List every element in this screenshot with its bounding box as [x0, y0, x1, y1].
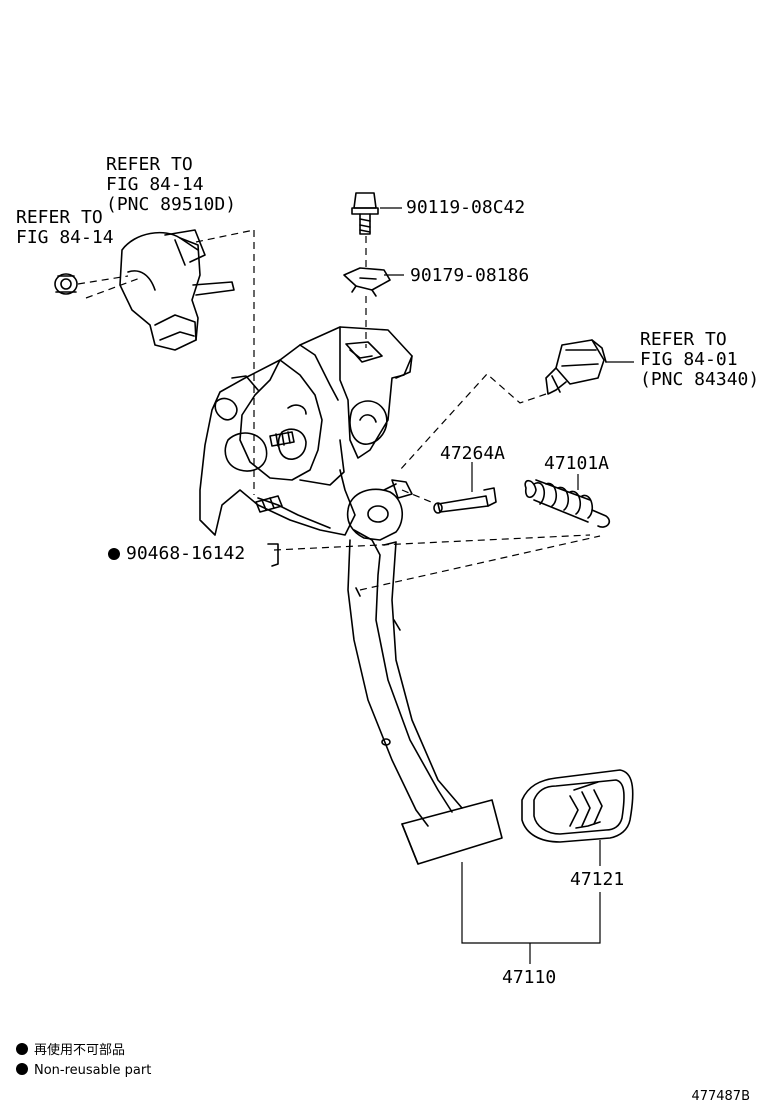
label-clip-nonreusable-text: 90468-16142 — [126, 543, 246, 564]
label-bolt: 90119-08C42 — [406, 197, 526, 218]
legend-en-text: Non-reusable part — [34, 1063, 152, 1078]
clip-90179 — [343, 267, 391, 297]
refer-sensor-line1: REFER TO — [106, 154, 193, 175]
legend-jp-text: 再使用不可部品 — [34, 1043, 126, 1058]
legend-jp: 再使用不可部品 — [16, 1043, 125, 1059]
pedal-pivot — [346, 479, 413, 541]
label-clip: 90179-08186 — [410, 265, 530, 286]
leader-lines — [380, 207, 634, 964]
refer-sensor-line3: (PNC 89510D) — [106, 194, 237, 215]
legend-dot-icon — [16, 1043, 28, 1055]
pedal-stroke-sensor — [119, 229, 235, 351]
refer-nut-line1: REFER TO — [16, 207, 103, 228]
bolt-90119 — [351, 192, 379, 235]
refer-nut-line2: FIG 84-14 — [16, 227, 114, 248]
refer-switch-line3: (PNC 84340) — [640, 369, 760, 390]
pedal-bracket — [199, 326, 413, 536]
pedal-pad-47121 — [521, 769, 634, 843]
assembly-lines — [77, 229, 601, 591]
label-spring: 47101A — [544, 453, 610, 474]
clip-90468 — [267, 543, 279, 567]
label-clip-nonreusable: 90468-16142 — [108, 544, 245, 564]
refer-sensor-line2: FIG 84-14 — [106, 174, 204, 195]
label-pedal: 47110 — [502, 967, 557, 988]
illustration-code: 477487B — [691, 1089, 750, 1104]
pedal-arm — [347, 529, 463, 827]
refer-switch-line1: REFER TO — [640, 329, 727, 350]
legend-dot-icon — [16, 1063, 28, 1075]
pedal-foot — [401, 799, 503, 865]
clevis-pin-47264a — [433, 487, 497, 514]
label-pin: 47264A — [440, 443, 506, 464]
sensor-nut — [54, 273, 78, 295]
bracket-studs — [255, 431, 295, 513]
nonreusable-marker-icon — [108, 548, 120, 560]
stop-lamp-switch — [545, 339, 607, 395]
label-pad: 47121 — [570, 869, 625, 890]
refer-switch-line2: FIG 84-01 — [640, 349, 738, 370]
return-spring-47101a — [524, 479, 611, 528]
legend-en: Non-reusable part — [16, 1063, 151, 1079]
